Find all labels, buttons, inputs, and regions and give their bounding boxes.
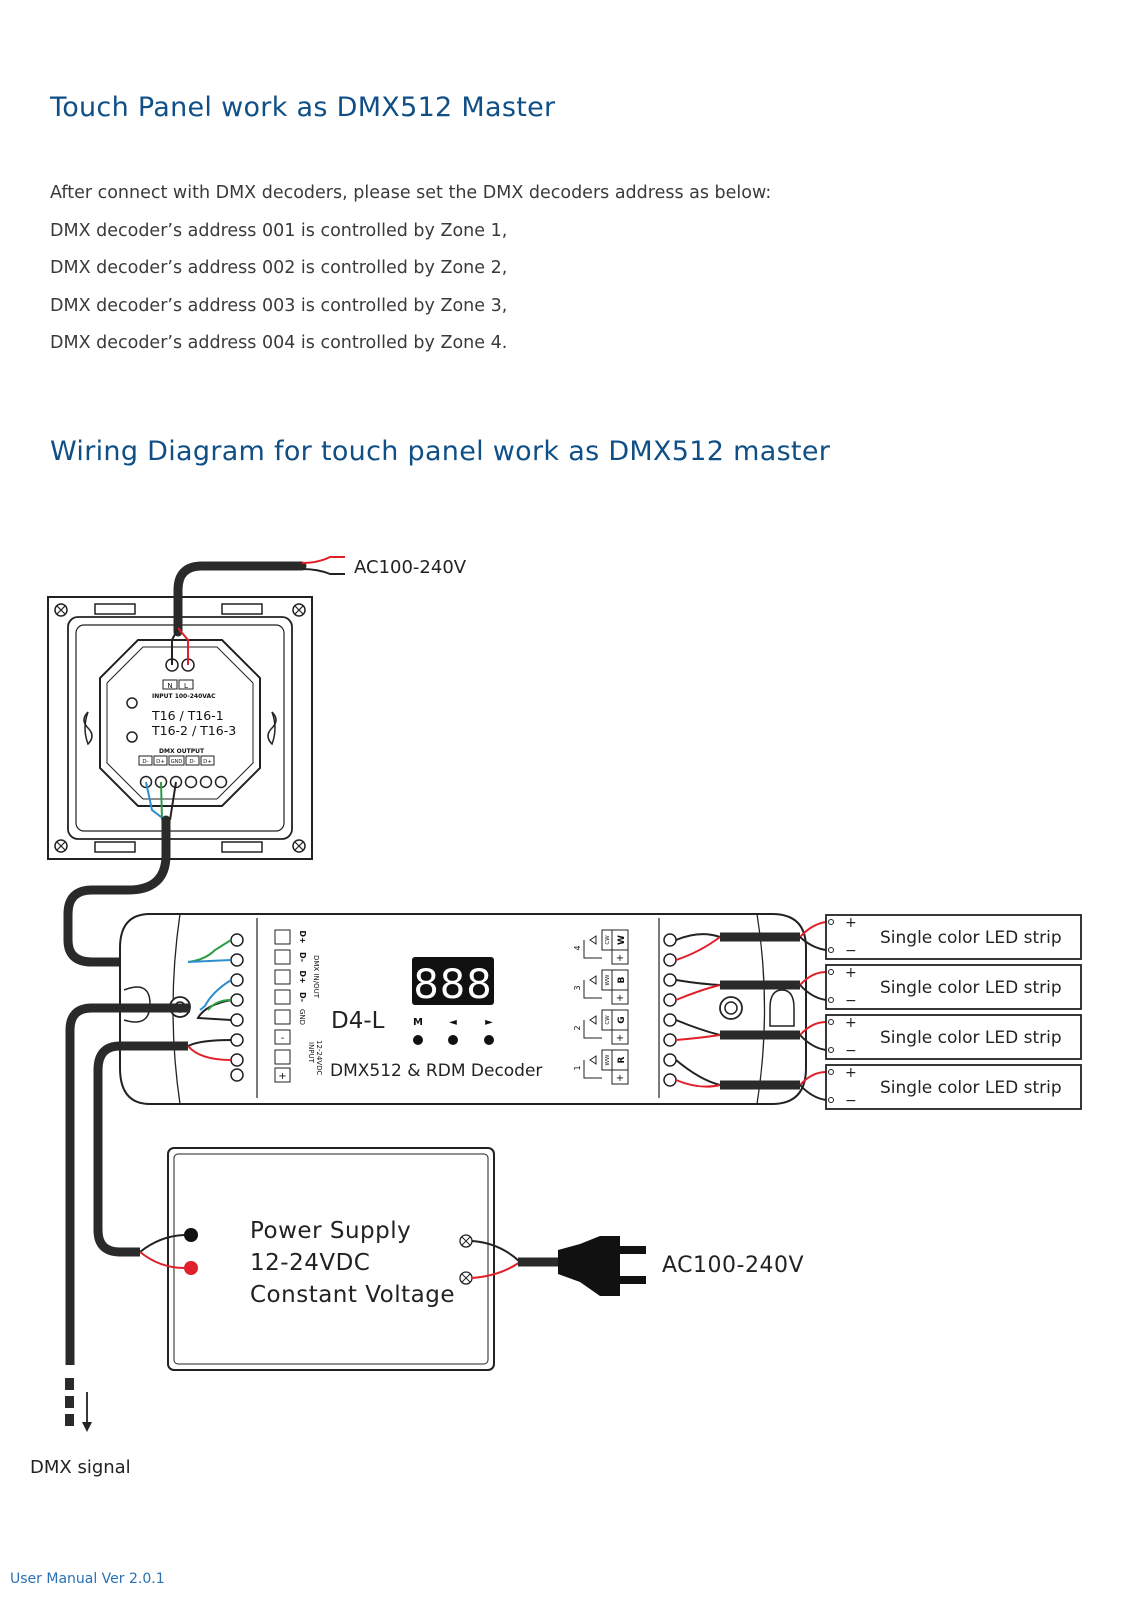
ps-negative-terminal xyxy=(184,1228,198,1242)
strip-1-plus: + xyxy=(845,915,857,931)
address-line-2: DMX decoder’s address 002 is controlled … xyxy=(50,258,508,278)
dmx-cable-panel-to-decoder xyxy=(63,781,193,967)
address-line-3: DMX decoder’s address 003 is controlled … xyxy=(50,295,508,316)
panel-term-1: D- xyxy=(142,759,148,765)
strip-4-plus: + xyxy=(845,1065,857,1081)
channel-3-type: WW xyxy=(605,974,611,985)
decoder-button-right xyxy=(484,1035,494,1045)
panel-l-label: L xyxy=(184,682,188,690)
decoder-dmx-inout-label: DMX IN/OUT xyxy=(312,955,320,999)
decoder-term-plus: + xyxy=(278,1071,286,1082)
decoder-button-right-label: ► xyxy=(485,1017,493,1028)
channel-3-color: B xyxy=(617,976,627,983)
channel-1-plus: + xyxy=(616,1073,624,1084)
address-line-1: DMX decoder’s address 001 is controlled … xyxy=(50,220,508,241)
channel-2-type: CW xyxy=(605,1015,611,1025)
dmx-decoder-d4l: D+ D- D+ D- GND - + DMX IN/OUT INPUT 12-… xyxy=(119,913,807,1105)
strip-2-minus: − xyxy=(845,993,857,1009)
decoder-term-d-plus-1: D+ xyxy=(298,930,307,943)
channel-2-plus: + xyxy=(616,1033,624,1044)
address-instructions: After connect with DMX decoders, please … xyxy=(50,175,771,363)
strip-3-plus: + xyxy=(845,1015,857,1031)
channel-4-type: CW xyxy=(605,935,611,945)
footer-version: User Manual Ver 2.0.1 xyxy=(10,1571,165,1587)
panel-term-5: D+ xyxy=(203,759,212,765)
decoder-term-gnd: GND xyxy=(298,1009,306,1025)
decoder-model: D4-L xyxy=(331,1008,385,1034)
decoder-button-left-label: ◄ xyxy=(449,1017,457,1028)
strip-3-label: Single color LED strip xyxy=(880,1028,1062,1048)
channel-2-color: G xyxy=(617,1016,627,1023)
strip-1-minus: − xyxy=(845,943,857,959)
decoder-input-label: INPUT xyxy=(307,1042,315,1064)
power-cable-into-decoder xyxy=(93,1039,232,1257)
panel-term-4: D- xyxy=(189,759,195,765)
decoder-display-digits: 888 xyxy=(413,962,492,1008)
panel-dmx-output-label: DMX OUTPUT xyxy=(159,748,205,755)
strip-3-minus: − xyxy=(845,1043,857,1059)
panel-term-3: GND xyxy=(171,759,183,765)
dmx-signal-label: DMX signal xyxy=(30,1457,131,1478)
led-strip-outputs: + − + − + − + − Single color LED strip S… xyxy=(675,914,1082,1110)
ac-label-right: AC100-240V xyxy=(662,1253,804,1278)
intro-text: After connect with DMX decoders, please … xyxy=(50,183,772,203)
wiring-diagram-title: Wiring Diagram for touch panel work as D… xyxy=(50,436,831,467)
address-line-4: DMX decoder’s address 004 is controlled … xyxy=(50,333,508,353)
dmx-wires-into-decoder xyxy=(65,939,232,1365)
decoder-button-left xyxy=(448,1035,458,1045)
channel-1-color: R xyxy=(617,1056,627,1063)
strip-1-label: Single color LED strip xyxy=(880,928,1062,948)
ps-positive-terminal xyxy=(184,1261,198,1275)
ac-input-cable-top: AC100-240V xyxy=(171,556,467,665)
decoder-term-d-plus-2: D+ xyxy=(298,970,307,983)
channel-2-number: 2 xyxy=(573,1025,582,1030)
panel-input-label: INPUT 100-240VAC xyxy=(152,693,216,700)
channel-4-plus: + xyxy=(616,953,624,964)
panel-n-label: N xyxy=(167,682,172,690)
channel-1-type: WW xyxy=(605,1054,611,1065)
channel-3-plus: + xyxy=(616,993,624,1004)
power-supply: Power Supply 12-24VDC Constant Voltage xyxy=(139,1147,495,1371)
strip-2-label: Single color LED strip xyxy=(880,978,1062,998)
strip-4-label: Single color LED strip xyxy=(880,1078,1062,1098)
touch-panel: N L INPUT 100-240VAC T16 / T16-1 T16-2 /… xyxy=(47,596,313,860)
decoder-term-d-minus-1: D- xyxy=(298,952,307,962)
strip-2-plus: + xyxy=(845,965,857,981)
panel-model-line-1: T16 / T16-1 xyxy=(151,708,224,723)
ac-power-plug: AC100-240V xyxy=(471,1236,804,1296)
decoder-term-d-minus-2: D- xyxy=(298,992,307,1002)
ac-label-top: AC100-240V xyxy=(354,557,467,578)
channel-3-number: 3 xyxy=(573,985,582,990)
channel-1-number: 1 xyxy=(573,1065,582,1070)
page-title: Touch Panel work as DMX512 Master xyxy=(50,92,556,123)
ps-line-2: 12-24VDC xyxy=(250,1250,370,1276)
panel-term-2: D+ xyxy=(156,759,165,765)
panel-model-line-2: T16-2 / T16-3 xyxy=(151,723,236,738)
dmx-signal-arrow: DMX signal xyxy=(30,1378,131,1478)
strip-4-minus: − xyxy=(845,1093,857,1109)
decoder-term-minus: - xyxy=(281,1033,285,1044)
channel-4-number: 4 xyxy=(573,945,582,950)
decoder-input-voltage: 12-24VDC xyxy=(315,1040,323,1076)
ps-line-1: Power Supply xyxy=(250,1218,411,1244)
decoder-subtitle: DMX512 & RDM Decoder xyxy=(330,1061,542,1081)
decoder-display xyxy=(412,957,494,1005)
decoder-button-m xyxy=(413,1035,423,1045)
ps-line-3: Constant Voltage xyxy=(250,1282,455,1308)
channel-4-color: W xyxy=(617,935,627,945)
decoder-button-m-label: M xyxy=(413,1017,423,1028)
